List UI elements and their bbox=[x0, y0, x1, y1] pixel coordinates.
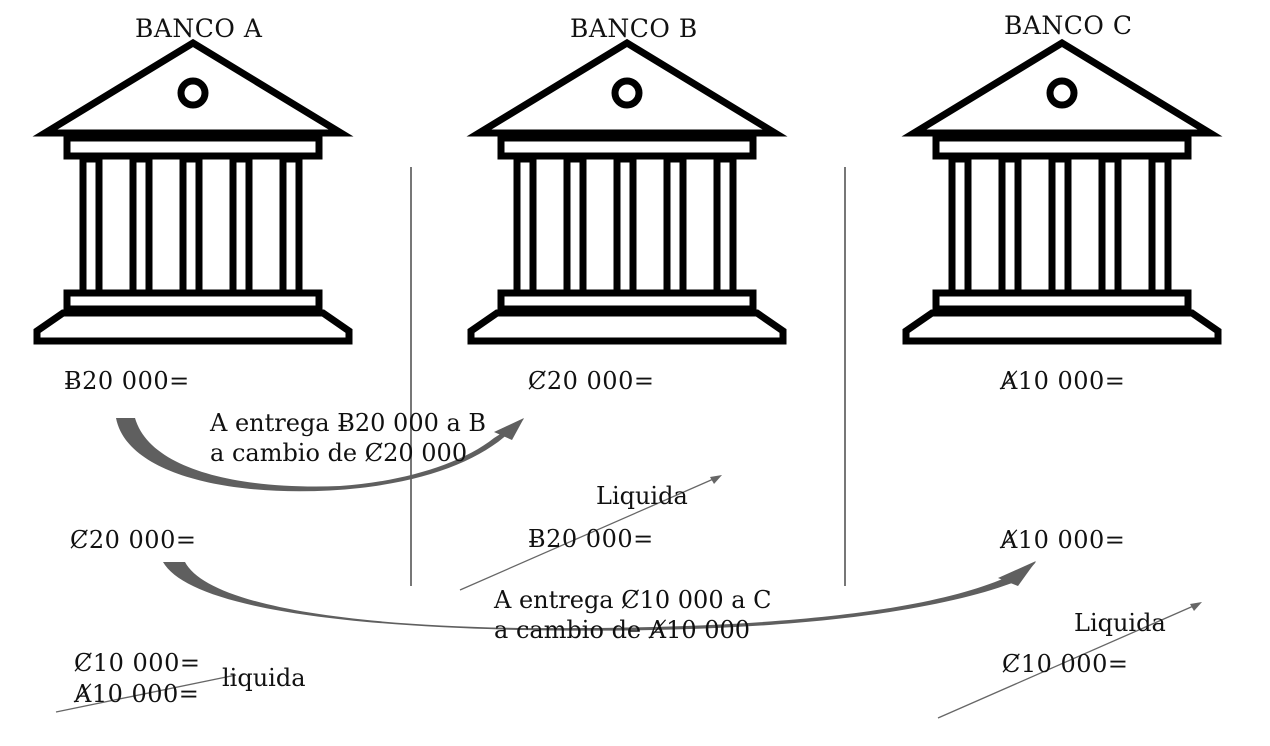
bank-c-mid-amount: Ⱥ10 000= bbox=[1000, 526, 1126, 554]
arrow-head-icon bbox=[1190, 602, 1202, 611]
liquida-c-line bbox=[937, 603, 1199, 719]
bank-b-icon bbox=[471, 43, 783, 341]
liquida-a-label: liquida bbox=[222, 664, 306, 692]
bank-c-final-amount: Ȼ10 000= bbox=[1002, 650, 1129, 678]
exchange-1-line-1: A entrega Ƀ20 000 a B bbox=[210, 409, 487, 437]
bank-b-mid-amount: Ƀ20 000= bbox=[528, 525, 654, 553]
bank-c-initial-amount: Ⱥ10 000= bbox=[1000, 367, 1126, 395]
liquida-c-label: Liquida bbox=[1074, 609, 1166, 637]
exchange-1-line-2: a cambio de Ȼ20 000 bbox=[210, 439, 468, 467]
bank-a-mid-amount: Ȼ20 000= bbox=[70, 526, 197, 554]
bank-b-initial-amount: Ȼ20 000= bbox=[528, 367, 655, 395]
bank-a-final-amount-2: Ⱥ10 000= bbox=[74, 680, 200, 708]
bank-c-icon bbox=[906, 43, 1218, 341]
liquida-b-line bbox=[459, 476, 719, 591]
bank-a-title: BANCO A bbox=[135, 14, 263, 43]
bank-a-final-amount-1: Ȼ10 000= bbox=[74, 649, 201, 677]
arrow-head-icon bbox=[998, 561, 1036, 586]
arrow-head-icon bbox=[710, 475, 722, 484]
bank-b-title: BANCO B bbox=[570, 14, 698, 43]
exchange-2-line-1: A entrega Ȼ10 000 a C bbox=[494, 586, 772, 614]
liquida-a-line bbox=[55, 674, 237, 713]
arrow-head-icon bbox=[494, 418, 524, 440]
liquida-b-label: Liquida bbox=[596, 482, 688, 510]
bank-a-initial-amount: Ƀ20 000= bbox=[64, 367, 190, 395]
bank-a-icon bbox=[37, 43, 349, 341]
exchange-2-line-2: a cambio de Ⱥ10 000 bbox=[494, 616, 751, 644]
exchange-arrow-a-to-b bbox=[116, 418, 524, 492]
bank-c-title: BANCO C bbox=[1004, 11, 1133, 40]
